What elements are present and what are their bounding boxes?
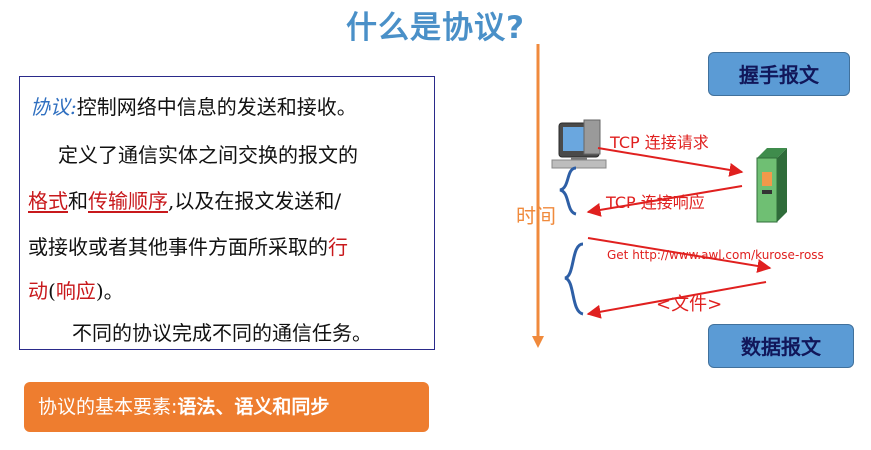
tcp-request-arrow (597, 147, 744, 177)
line3-rest: ,以及在报文发送和/ (168, 189, 342, 213)
tcp-response-arrow (586, 185, 743, 217)
data-brace (564, 242, 584, 316)
definition-line-4: 或接收或者其他事件方面所采取的行 (28, 231, 348, 260)
file-label: <文件> (656, 294, 723, 315)
paren-close: )。 (95, 279, 124, 303)
get-request-arrow (587, 237, 772, 273)
file-response-arrow (586, 281, 767, 319)
format-keyword: 格式 (28, 189, 68, 213)
line4-text: 或接收或者其他事件方面所采取的 (28, 235, 328, 259)
elements-prefix: 协议的基本要素: (38, 396, 178, 418)
definition-line-6: 不同的协议完成不同的通信任务。 (72, 321, 372, 345)
timeline-arrowhead (532, 336, 544, 348)
action-keyword-part1: 行 (328, 235, 348, 259)
definition-line-3: 格式和传输顺序,以及在报文发送和/ (28, 185, 341, 214)
definition-line-5: 动(响应)。 (28, 275, 124, 304)
action-keyword-part2: 动 (28, 279, 48, 303)
time-label: 时间 (516, 204, 556, 228)
get-request-label: Get http://www.awl.com/kurose-ross (607, 248, 824, 262)
definition-line-1: 协议:控制网络中信息的发送和接收。 (30, 91, 357, 120)
definition-term: 协议: (30, 95, 77, 119)
computer-icon (551, 119, 607, 169)
definition-text: 控制网络中信息的发送和接收。 (76, 95, 357, 119)
server-icon (756, 148, 787, 223)
definition-box: 协议:控制网络中信息的发送和接收。 定义了通信实体之间交换的报文的 格式和传输顺… (19, 76, 435, 350)
protocol-elements-banner: 协议的基本要素:语法、语义和同步 (24, 382, 429, 432)
page-title: 什么是协议? (346, 10, 525, 46)
order-keyword: 传输顺序 (88, 189, 168, 213)
and-text: 和 (68, 189, 88, 213)
tcp-response-label: TCP 连接响应 (606, 193, 705, 212)
data-callout: 数据报文 (708, 324, 854, 368)
response-keyword: 响应 (55, 279, 96, 303)
tcp-request-label: TCP 连接请求 (610, 133, 709, 152)
definition-line-2: 定义了通信实体之间交换的报文的 (58, 143, 358, 167)
handshake-brace (559, 166, 577, 216)
handshake-callout: 握手报文 (708, 52, 850, 96)
paren-open: ( (48, 279, 56, 303)
elements-bold: 语法、语义和同步 (177, 396, 330, 418)
